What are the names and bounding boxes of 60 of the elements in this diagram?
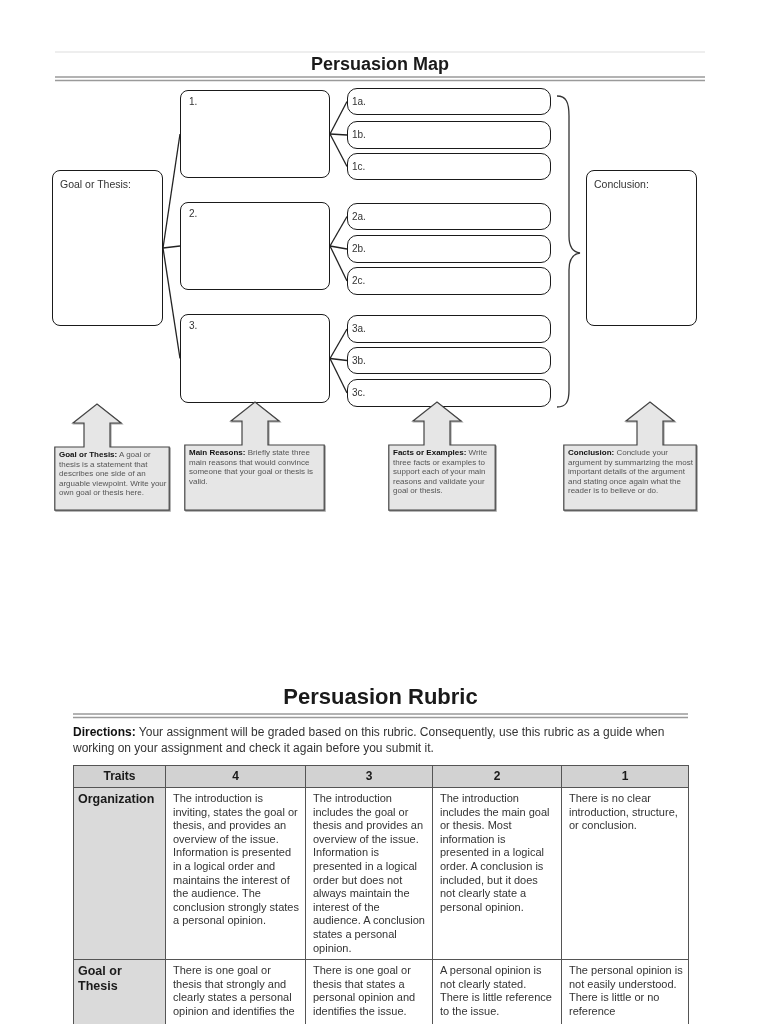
column-header: Traits (73, 765, 166, 788)
box-number: 3a. (352, 323, 366, 335)
column-header: 1 (561, 765, 689, 788)
fact-box (347, 235, 551, 263)
box-number: 2c. (352, 275, 366, 287)
fact-box (347, 347, 551, 374)
callout-text: Goal or Thesis: A goal or thesis is a statement that describes one side of an arguable viewpoint. Write your own goal or thesis here. (59, 450, 167, 498)
connector-line (329, 357, 348, 394)
callout-text: Main Reasons: Briefly state three main reasons that would convince someone that your goal or thesis is valid. (189, 448, 315, 487)
conclusion-box (586, 170, 697, 326)
fact-box (347, 121, 551, 149)
connector-line (329, 245, 348, 282)
fact-box (347, 153, 551, 180)
fact-box (347, 379, 551, 407)
connector-line (329, 133, 348, 168)
box-number: 2b. (352, 243, 366, 255)
connector-line (329, 215, 348, 247)
thesis-box (52, 170, 163, 326)
diagram-title: Persuasion Map (309, 53, 450, 75)
reason-box (180, 90, 330, 178)
box-heading: Goal or Thesis: (60, 178, 131, 190)
callout-box (184, 401, 325, 511)
connector-line (162, 245, 181, 249)
fact-box (347, 315, 551, 343)
fact-box (347, 88, 551, 115)
column-header: 4 (165, 765, 306, 788)
box-number: 1a. (352, 96, 366, 108)
fact-box (347, 267, 551, 295)
fact-box (347, 203, 551, 230)
reason-box (180, 202, 330, 290)
box-number: 2. (189, 208, 198, 220)
column-header: 3 (305, 765, 433, 788)
callout-text: Facts or Examples: Write three facts or examples to support each of your main reasons and validate your goal or thesis. (393, 448, 489, 496)
callout-text: Conclusion: Conclude your argument by summarizing the most important details of the argument and stating once again what the reader is to believe or do. (568, 448, 694, 496)
reason-box (180, 314, 330, 403)
rubric-descriptor: The introduction includes the main goal or thesis. Most information is presented in a logical order. A conclusion is included, but it does not clearly state a personal opinion. (432, 787, 562, 960)
connector-line (329, 357, 348, 362)
trait-label: Organization (73, 787, 166, 960)
section-title: Persuasion Rubric (282, 683, 479, 710)
connector-line (329, 328, 348, 360)
rubric-descriptor: The introduction is inviting, states the goal or thesis, and provides an overview of the issue. Information is presented in a logical order and maintains the interest of the audience. The conclusion strongly states a personal opinion. (165, 787, 306, 960)
box-number: 2a. (352, 211, 366, 223)
trait-label: Goal or Thesis (73, 959, 166, 1024)
rubric-descriptor: There is no clear introduction, structure, or conclusion. (561, 787, 689, 960)
box-number: 3b. (352, 355, 366, 367)
box-number: 1b. (352, 129, 366, 141)
box-number: 3. (189, 320, 198, 332)
callout-box (563, 401, 697, 511)
connector-line (329, 245, 348, 250)
directions-text: Directions: Your assignment will be graded based on this rubric. Consequently, use this rubric as a guide when working on your assignment and check it again before you submit it. (73, 724, 666, 756)
box-number: 1. (189, 96, 198, 108)
box-number: 1c. (352, 161, 366, 173)
box-heading: Conclusion: (594, 178, 649, 190)
connector-line (329, 133, 348, 136)
column-header: 2 (432, 765, 562, 788)
callout-box (54, 403, 170, 511)
connector-line (329, 100, 348, 135)
rubric-descriptor: The introduction includes the goal or thesis and provides an overview of the issue. Information is presented in a logical order but does not always maintain the interest of the audience. A conclusion states a personal opinion. (305, 787, 433, 960)
callout-box (388, 401, 496, 511)
box-number: 3c. (352, 387, 366, 399)
